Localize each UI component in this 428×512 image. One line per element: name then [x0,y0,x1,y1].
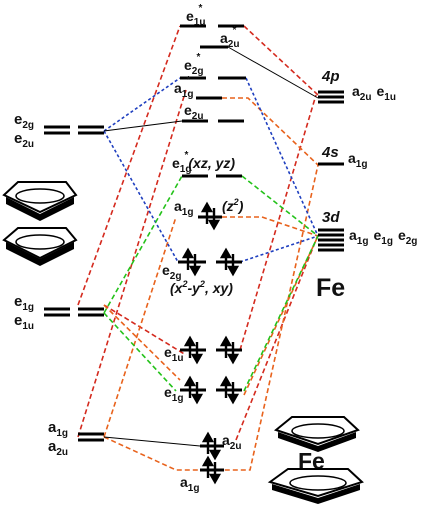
ligand-label-a2u: a2u [48,438,68,458]
correlation-line-orange [222,216,319,237]
mo-label-a2u: a2u [222,432,241,452]
electron-pair-icon [219,335,240,365]
mo-label-a1g-star: a1g* [174,75,193,100]
correlation-line-blue [103,130,179,263]
correlation-line-orange [103,216,177,438]
correlation-line-red [77,89,187,438]
fe-3d-label: 3d [322,209,340,226]
mo-label-e2g-orbital: (x2-y2, xy) [170,279,233,296]
correlation-line-green [241,175,319,237]
ligand-label-e1u: e1u [14,312,34,332]
ferrocene-molecule-icon: Fe [267,416,364,504]
cyclopentadienyl-ring-icon [2,227,78,266]
mo-label-a2u-star: a2u* [220,25,239,50]
metal-symbol: Fe [316,274,345,302]
fe-4s-symmetry: a1g [348,150,367,170]
mo-label-e2g-star: e2g* [184,52,203,77]
correlation-line-green [103,312,177,392]
metal-levels [318,90,344,252]
correlation-line-blue [239,235,319,263]
mo-label-a1g-bonding: a1g [180,474,199,494]
correlation-line-blue [245,77,319,237]
molecular-orbital-levels [178,24,246,472]
correlation-line-green [103,175,183,314]
electron-pair-icon [201,431,222,461]
ligand-label-a1g: a1g [48,419,68,439]
fe-4s-label: 4s [321,144,339,161]
mo-label-e1u: e1u [164,344,183,364]
correlation-line-red [243,25,319,96]
cyclopentadienyl-ring-icon [2,181,78,221]
mo-label-e2g: e2g [162,262,181,282]
correlation-line-red [239,94,317,351]
electron-pair-icon [183,375,204,405]
ligand-label-e2g: e2g [14,111,34,131]
mo-label-e1g: e1g [164,384,183,404]
correlation-lines [77,25,319,471]
correlation-line-orange [243,235,319,396]
mo-label-a1g: a1g [174,198,193,218]
correlation-line-black [227,46,319,99]
mo-label-e1g-star: e1g*(xz, yz) [172,150,235,175]
electron-pair-icon [200,201,221,231]
correlation-line-black [103,436,201,447]
electron-pair-icon [183,335,204,365]
electron-pair-icon [201,455,222,485]
correlation-line-red [77,25,181,306]
mo-label-e2u: e2u [184,102,203,122]
correlation-line-orange [222,97,319,166]
electron-pair-icon [219,247,240,277]
electron-pair-icon [181,247,202,277]
fe-4p-label: 4p [321,68,340,85]
mo-label-a1g-orbital: (z2) [222,197,244,214]
ligand-label-e1g: e1g [14,293,34,313]
correlation-line-black [103,120,183,132]
correlation-line-red [235,234,319,441]
mo-label-e1u-star: e1u* [186,3,205,28]
correlation-line-green [243,235,319,392]
electron-pair-icon [219,375,240,405]
ligand-label-e2u: e2u [14,130,34,150]
ligand-levels [44,125,104,442]
electron-pairs [181,201,240,485]
correlation-line-red [103,304,187,356]
correlation-line-blue [103,77,181,132]
correlation-line-orange [103,304,181,381]
